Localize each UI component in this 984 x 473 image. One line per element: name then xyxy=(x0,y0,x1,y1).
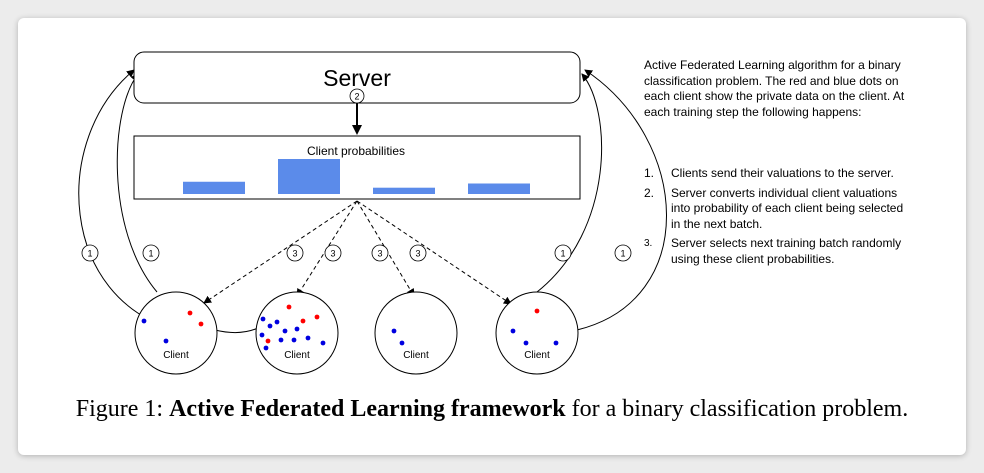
blue-dot xyxy=(291,337,297,343)
blue-dot xyxy=(163,338,169,344)
blue-dot xyxy=(278,337,284,343)
red-dot xyxy=(265,338,271,344)
blue-dot xyxy=(553,340,559,346)
step-list: 1. Clients send their valuations to the … xyxy=(644,166,912,271)
step-text: Server converts individual client valuat… xyxy=(671,185,904,231)
red-dot xyxy=(300,318,306,324)
upload-arrow-inner-right xyxy=(536,73,603,293)
blue-dot xyxy=(523,340,529,346)
step-index: 1. xyxy=(644,166,655,180)
step-item: 3. Server selects next training batch ra… xyxy=(644,236,912,267)
svg-text:3: 3 xyxy=(292,249,297,259)
step-1-badge-outer-right: 1 xyxy=(614,244,632,262)
client-4: Client xyxy=(495,291,579,375)
step-item: 1. Clients send their valuations to the … xyxy=(644,166,912,182)
blue-dot xyxy=(391,328,397,334)
blue-dot xyxy=(320,340,326,346)
client-4-label: Client xyxy=(524,350,550,361)
step-item: 2. Server converts individual client val… xyxy=(644,186,912,233)
step-3-badge-1: 3 xyxy=(286,244,304,262)
step-text: Clients send their valuations to the ser… xyxy=(671,166,894,180)
blue-dot xyxy=(282,328,288,334)
step-3-badge-2: 3 xyxy=(324,244,342,262)
blue-dot xyxy=(267,323,273,329)
red-dot xyxy=(534,308,540,314)
blue-dot xyxy=(399,340,405,346)
step-text: Server selects next training batch rando… xyxy=(671,236,902,266)
caption-suffix: for a binary classification problem. xyxy=(565,396,909,422)
select-arrow-client-1 xyxy=(203,200,358,304)
blue-dot xyxy=(141,318,147,324)
probability-bar xyxy=(278,159,340,194)
step-1-badge-inner-left: 1 xyxy=(142,244,160,262)
probability-bar xyxy=(468,183,530,194)
step-1-badge-inner-right: 1 xyxy=(554,244,572,262)
probability-bars xyxy=(183,159,530,194)
step-3-badge-3: 3 xyxy=(371,244,389,262)
svg-text:1: 1 xyxy=(148,249,153,259)
blue-dot xyxy=(294,326,300,332)
svg-text:1: 1 xyxy=(560,249,565,259)
upload-arrow-inner-left xyxy=(116,73,158,293)
client-3-label: Client xyxy=(403,350,429,361)
svg-text:3: 3 xyxy=(415,249,420,259)
svg-text:1: 1 xyxy=(620,249,625,259)
client-probabilities-label: Client probabilities xyxy=(307,144,405,158)
figure-caption: Figure 1: Active Federated Learning fram… xyxy=(0,396,984,423)
select-arrow-client-4 xyxy=(356,200,512,305)
upload-arrow-outer-left xyxy=(78,69,178,331)
blue-dot xyxy=(259,332,265,338)
probability-bar xyxy=(373,187,435,194)
red-dot xyxy=(314,314,320,320)
red-dot xyxy=(198,321,204,327)
client-3: Client xyxy=(374,291,458,375)
blue-dot xyxy=(305,335,311,341)
svg-text:3: 3 xyxy=(330,249,335,259)
step-1-badge-outer-left: 1 xyxy=(81,244,99,262)
server-label: Server xyxy=(323,65,391,91)
svg-text:1: 1 xyxy=(87,249,92,259)
select-arrow-client-3 xyxy=(356,200,415,297)
caption-prefix: Figure 1: xyxy=(75,396,170,422)
caption-bold: Active Federated Learning framework xyxy=(169,396,566,422)
client-1-label: Client xyxy=(163,350,189,361)
probability-bar xyxy=(183,181,245,194)
client-2-label: Client xyxy=(284,350,310,361)
red-dot xyxy=(187,310,193,316)
client-2: Client xyxy=(255,291,339,375)
blue-dot xyxy=(274,319,280,325)
red-dot xyxy=(286,304,292,310)
step-index: 3. xyxy=(644,238,653,249)
blue-dot xyxy=(510,328,516,334)
client-1: Client xyxy=(134,291,218,375)
client-connector-1 xyxy=(214,327,259,334)
diagram-description: Active Federated Learning algorithm for … xyxy=(644,58,905,119)
svg-text:3: 3 xyxy=(377,249,382,259)
upload-arrow-outer-right xyxy=(576,69,667,331)
step-index: 2. xyxy=(644,185,655,200)
blue-dot xyxy=(263,345,269,351)
blue-dot xyxy=(260,316,266,322)
step-2-badge-text: 2 xyxy=(354,92,359,102)
step-3-badge-4: 3 xyxy=(409,244,427,262)
